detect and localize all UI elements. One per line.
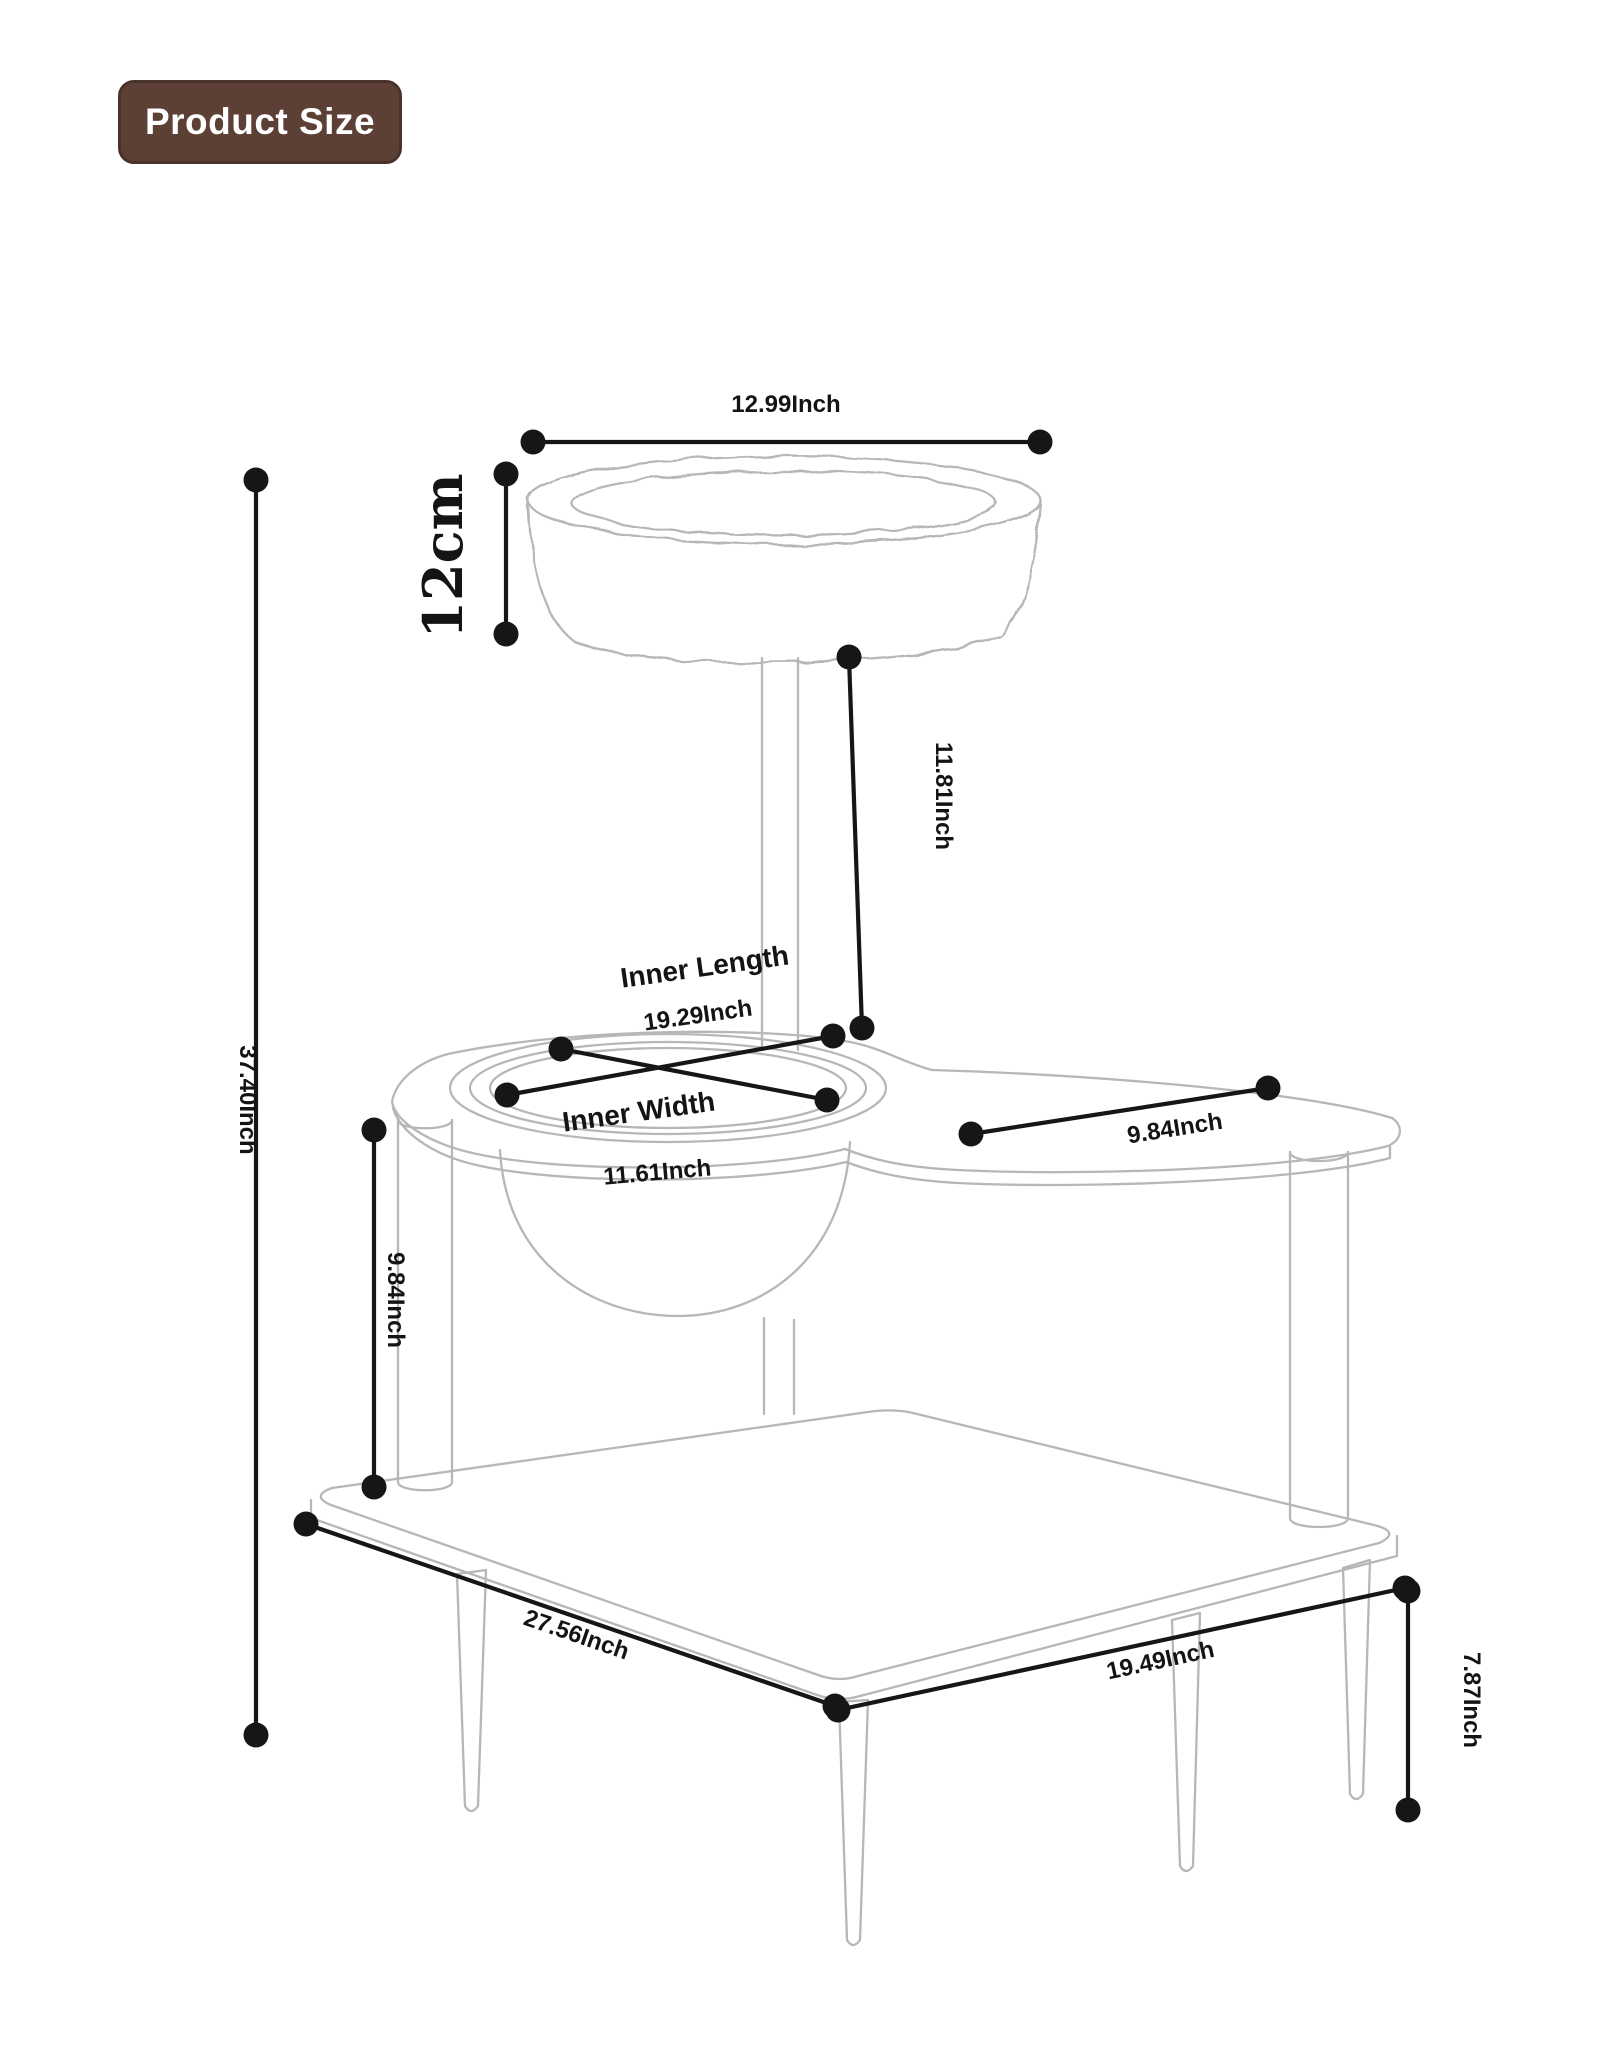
base-legs (455, 1558, 1372, 1947)
dim-basket-height-line (493, 461, 519, 647)
left-post-bottom-cap (396, 1480, 454, 1492)
dim-right-platform-width-line (958, 1075, 1281, 1147)
leg-right (1341, 1558, 1372, 1801)
dim-base-length-line (293, 1511, 848, 1719)
label-base-length: 27.56Inch (520, 1604, 632, 1665)
platform-top-outline (390, 1030, 1401, 1174)
label-basket-height: 12cm (411, 473, 475, 638)
center-pole (760, 656, 800, 1052)
dim-pole-height-line (836, 644, 875, 1041)
dim-inner-length-line (494, 1023, 846, 1108)
leg-front (837, 1698, 870, 1947)
hammock-bowl (498, 1140, 852, 1416)
hole-ring-middle (468, 1040, 868, 1136)
base-side-thickness (309, 1498, 1399, 1701)
base-top-surface (319, 1409, 1391, 1681)
product-size-badge-label: Product Size (144, 101, 376, 142)
label-right-platform-width: 9.84Inch (1125, 1108, 1224, 1150)
right-support-post (1288, 1150, 1350, 1529)
right-post-top-cap (1288, 1150, 1350, 1163)
label-base-width: 19.49Inch (1104, 1636, 1217, 1686)
label-left-mid-height: 9.84Inch (382, 1252, 409, 1348)
label-top-width: 12.99Inch (731, 391, 840, 418)
hole-ring-outer (448, 1032, 888, 1144)
top-basket (526, 454, 1042, 664)
hammock-outline (498, 1140, 852, 1318)
dimension-lines (243, 429, 1421, 1823)
leg-left (455, 1568, 488, 1813)
label-total-height: 37.40Inch (234, 1045, 261, 1154)
label-inner-length-title: Inner Length (619, 939, 791, 993)
dim-base-width-line (825, 1575, 1418, 1723)
left-support-post (396, 1118, 454, 1492)
cat-tree-line-art (309, 454, 1401, 1947)
dim-leg-height-line (1395, 1578, 1421, 1823)
label-inner-length-value: 19.29Inch (642, 995, 754, 1037)
label-pole-height: 11.81Inch (930, 742, 957, 850)
right-post-bottom-cap (1288, 1516, 1350, 1529)
basket-inner-rim (570, 469, 998, 537)
dimension-labels: 12.99Inch 12cm 11.81Inch Inner Length 19… (234, 391, 1485, 1748)
dim-inner-width-line (548, 1036, 840, 1113)
left-post-top-cap (396, 1118, 454, 1130)
base-board (309, 1409, 1399, 1701)
label-inner-width-title: Inner Width (560, 1086, 717, 1138)
dim-left-mid-height-line (361, 1117, 387, 1500)
basket-body (526, 500, 1042, 664)
dim-top-width-line (520, 429, 1053, 455)
hole-ring-inner (488, 1046, 848, 1130)
middle-platform (390, 1030, 1401, 1187)
dim-total-height-line (243, 467, 269, 1748)
leg-center-right (1170, 1611, 1202, 1873)
product-size-badge: Product Size (118, 80, 402, 164)
platform-edge-thickness (391, 1106, 1392, 1187)
label-leg-height: 7.87Inch (1458, 1652, 1485, 1748)
basket-outer-rim (526, 454, 1042, 546)
label-inner-width-value: 11.61Inch (602, 1154, 712, 1190)
